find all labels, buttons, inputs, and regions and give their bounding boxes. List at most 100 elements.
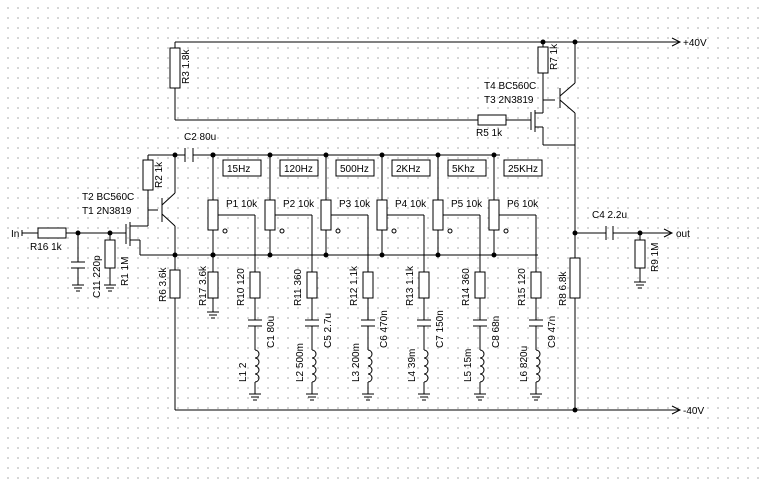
input-port-label: In [11, 229, 19, 240]
band-resistor-label: R12 1.1k [349, 265, 360, 306]
r2-resistor [142, 159, 154, 191]
pot-1[interactable] [207, 199, 219, 231]
c2-capacitor [184, 148, 194, 162]
band-inductor-3 [367, 349, 373, 383]
band-frequency-label: 2KHz [396, 164, 420, 175]
band-frequency-label: 500Hz [340, 164, 369, 175]
terminals: In +40V -40V out [11, 38, 707, 417]
r6-resistor [169, 269, 181, 299]
band-inductor-5 [479, 349, 485, 383]
r9-resistor [634, 239, 646, 269]
band-frequency-box [222, 159, 262, 177]
band-frequency-box [503, 159, 543, 177]
band-resistor-label: R14 360 [461, 268, 472, 306]
r7-label: R7 1k [549, 43, 560, 70]
r5-resistor [477, 114, 507, 126]
pot-label: P3 10k [339, 199, 371, 210]
component-labels: R3 1.8k R7 1k T4 BC560C T3 2N3819 R5 1k … [30, 43, 661, 306]
output-port-label: out [676, 229, 690, 240]
band-frequency-box [279, 159, 319, 177]
band-inductor-label: L5 15m [463, 349, 474, 382]
band-inductor-6 [535, 349, 541, 383]
positive-rail-label: +40V [683, 38, 707, 49]
band-capacitor-label: C9 47n [547, 316, 558, 348]
band-inductor-2 [311, 349, 317, 383]
r17-label: R17 3.6k [198, 265, 209, 306]
band-frequency-label: 120Hz [284, 164, 313, 175]
band-inductor-label: L4 39m [407, 349, 418, 382]
r1-label: R1 1M [120, 257, 131, 286]
r9-label: R9 1M [650, 243, 661, 272]
band-resistor-label: R15 120 [517, 268, 528, 306]
wiring [22, 37, 682, 415]
t4-label: T4 BC560C [484, 81, 536, 92]
band-resistor-label: R10 120 [236, 268, 247, 306]
band-resistor-6 [530, 271, 542, 299]
c4-label: C4 2.2u [592, 210, 627, 221]
ground-symbols [72, 281, 646, 319]
band-resistor-5 [474, 271, 486, 299]
pot-4[interactable] [376, 199, 388, 231]
pot-5[interactable] [432, 199, 444, 231]
band-frequency-box [391, 159, 431, 177]
pot-3[interactable] [320, 199, 332, 231]
band-capacitor-label: C1 80u [266, 316, 277, 348]
pot-label: P6 10k [507, 199, 539, 210]
negative-rail-label: -40V [683, 406, 704, 417]
pot-label: P5 10k [451, 199, 483, 210]
pot-label: P2 10k [283, 199, 315, 210]
t3-label: T3 2N3819 [484, 95, 534, 106]
pot-2[interactable] [264, 199, 276, 231]
band-inductor-4 [423, 349, 429, 383]
band-inductor-label: L1 2 [238, 362, 249, 382]
r16-label: R16 1k [30, 242, 63, 253]
r5-label: R5 1k [476, 128, 503, 139]
c11-capacitor [71, 261, 85, 269]
pot-label: P4 10k [395, 199, 427, 210]
r17-resistor [207, 271, 219, 299]
band-frequency-label: 5Khz [452, 164, 475, 175]
pot-6[interactable] [488, 199, 500, 231]
band-resistor-label: R13 1.1k [405, 265, 416, 306]
c4-capacitor [605, 226, 614, 240]
r8-label: R8 6.8k [558, 271, 569, 306]
t1-label: T1 2N3819 [82, 206, 132, 217]
band-capacitor-label: C5 2.7u [323, 313, 334, 348]
r7-resistor [537, 46, 549, 74]
c11-label: C11 220p [92, 255, 103, 298]
r8-resistor [569, 257, 581, 299]
band-inductor-1 [254, 349, 260, 383]
r1-resistor [104, 239, 116, 269]
r16-resistor [37, 227, 67, 239]
band-frequency-label: 25KHz [508, 164, 538, 175]
band-resistor-label: R11 360 [293, 268, 304, 306]
band-resistor-1 [249, 271, 261, 299]
band-resistor-3 [362, 271, 374, 299]
band-inductor-label: L2 500m [295, 343, 306, 382]
r3-label: R3 1.8k [181, 49, 192, 84]
r3-resistor [169, 47, 181, 89]
band-resistor-4 [418, 271, 430, 299]
c2-label: C2 80u [184, 132, 216, 143]
band-inductor-label: L6 820u [519, 346, 530, 382]
band-resistor-2 [306, 271, 318, 299]
band-frequency-box [447, 159, 487, 177]
r6-label: R6 3.6k [158, 267, 169, 302]
t2-label: T2 BC560C [82, 192, 134, 203]
band-frequency-box [335, 159, 375, 177]
band-capacitor-label: C6 470n [379, 310, 390, 348]
fixed-components [37, 46, 646, 299]
band-inductor-label: L3 200m [351, 343, 362, 382]
pot-label: P1 10k [226, 199, 258, 210]
band-capacitor-label: C7 150n [435, 310, 446, 348]
band-frequency-label: 15Hz [227, 164, 250, 175]
